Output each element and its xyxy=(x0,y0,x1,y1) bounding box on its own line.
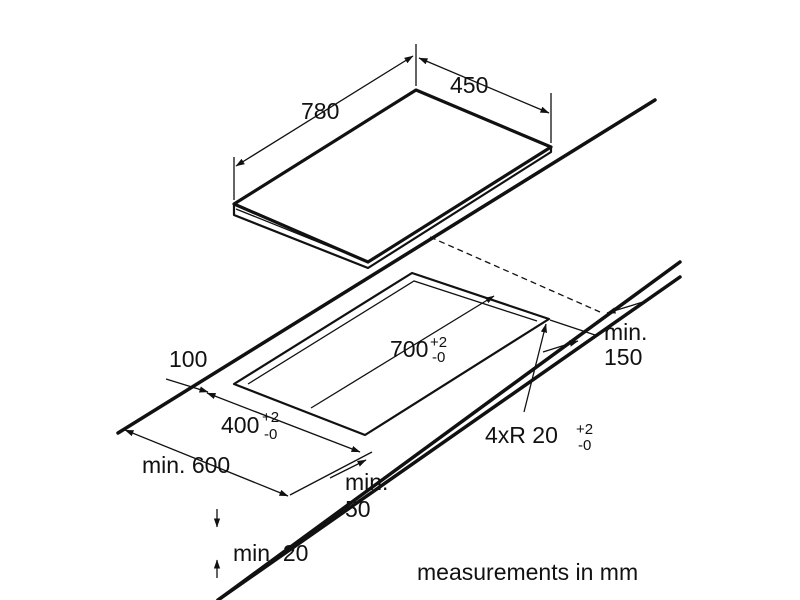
cutout-length-label: 700 xyxy=(390,336,428,362)
worktop-depth-label: min. 600 xyxy=(142,452,230,478)
hob-length-label: 780 xyxy=(301,98,339,124)
side-distance-label-line1: min. xyxy=(604,319,647,345)
cutout-width-dim-line xyxy=(206,392,361,453)
front-distance-arrow xyxy=(165,378,209,393)
hob xyxy=(232,88,553,270)
hob-dimensions xyxy=(233,44,552,200)
cutout-width-tol-minus: -0 xyxy=(264,426,277,443)
radius-tol-plus: +2 xyxy=(576,421,593,438)
front-distance-label: 100 xyxy=(169,346,207,372)
hob-top-surface xyxy=(232,88,553,264)
hob-width-label: 450 xyxy=(450,72,488,98)
rear-distance-ext xyxy=(289,451,373,496)
cutout-length-tol-plus: +2 xyxy=(430,334,447,351)
hob-projection-line xyxy=(429,236,601,313)
side-distance-arrow-lower xyxy=(542,340,579,353)
hob-length-dim-line xyxy=(235,55,414,167)
cutout-width-label: 400 xyxy=(221,412,259,438)
worktop xyxy=(116,98,682,600)
rear-distance-label-line2: 50 xyxy=(345,496,371,522)
worktop-depth-dim-line xyxy=(124,429,289,497)
worktop-front-edge-bottom xyxy=(216,275,682,600)
cutout-width-ext xyxy=(549,319,599,337)
units-note: measurements in mm xyxy=(417,559,638,585)
clearance-dimensions xyxy=(124,301,644,578)
hob-edge-line xyxy=(235,208,369,263)
radius-tol-minus: -0 xyxy=(578,437,591,454)
hob-width-dim-line xyxy=(418,57,550,114)
labels: 780 450 700 +2 -0 400 +2 -0 4xR 20 +2 -0… xyxy=(142,72,647,585)
side-distance-label-line2: 150 xyxy=(604,344,642,370)
side-distance-arrow-upper xyxy=(606,301,644,314)
hob-edge xyxy=(232,147,553,270)
cutout-inner-edge xyxy=(247,280,538,385)
cutout-dimensions xyxy=(206,295,599,453)
worktop-front-edge-top xyxy=(216,260,682,600)
radius-leader xyxy=(523,323,547,413)
cutout-length-tol-minus: -0 xyxy=(432,349,445,366)
rear-distance-arrow xyxy=(329,459,367,479)
cutout-width-tol-plus: +2 xyxy=(262,409,279,426)
radius-label: 4xR 20 xyxy=(485,422,558,448)
thickness-label: min. 20 xyxy=(233,540,308,566)
cutout-length-dim-line xyxy=(310,295,495,409)
worktop-back-edge xyxy=(116,98,657,435)
rear-distance-label-line1: min. xyxy=(345,469,388,495)
